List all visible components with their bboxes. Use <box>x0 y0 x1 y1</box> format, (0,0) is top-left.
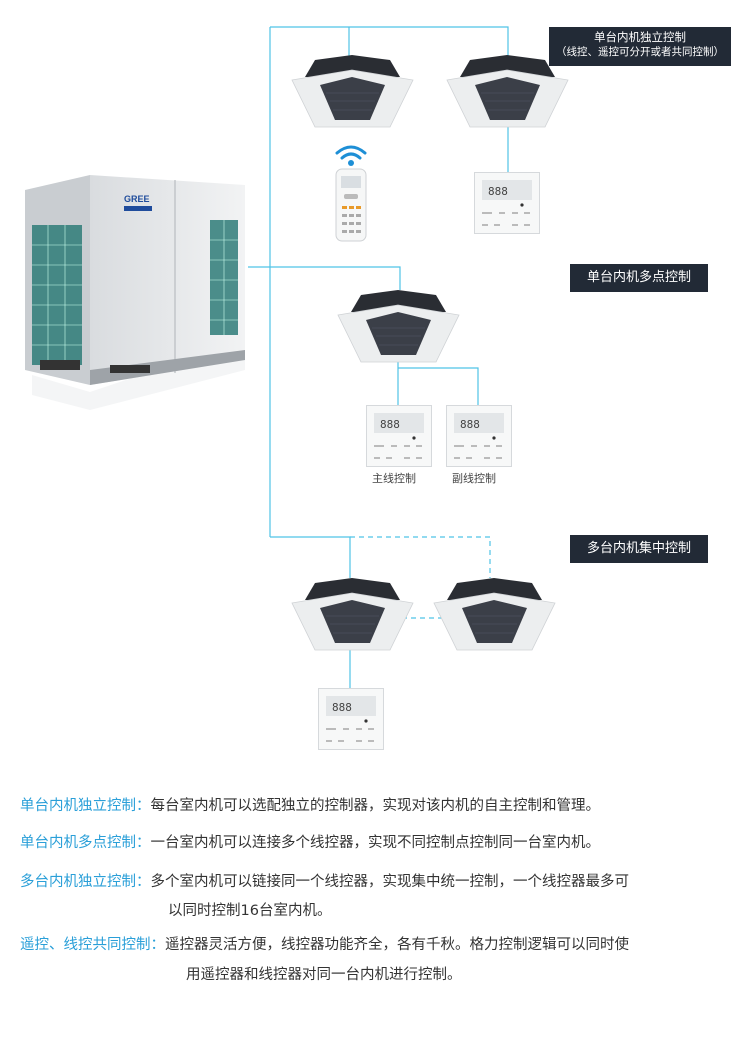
desc-row-4: 遥控、线控共同控制：遥控器灵活方便，线控器功能齐全，各有千秋。格力控制逻辑可以同… <box>20 934 629 956</box>
desc-cont-4: 用遥控器和线控器对同一台内机进行控制。 <box>186 967 462 983</box>
desc-text-1: 每台室内机可以选配独立的控制器，实现对该内机的自主控制和管理。 <box>150 798 601 814</box>
desc-key-3: 多台内机独立控制： <box>20 874 151 890</box>
label-single-independent: 单台内机独立控制 （线控、遥控可分开或者共同控制） <box>549 27 731 66</box>
svg-text:888: 888 <box>488 185 508 198</box>
indoor-unit-cassette-5 <box>433 578 556 651</box>
indoor-unit-cassette-3 <box>337 290 460 363</box>
desc-cont-3: 以同时控制16台室内机。 <box>168 903 332 919</box>
caption-main-controller: 主线控制 <box>372 472 416 485</box>
desc-row-1: 单台内机独立控制：每台室内机可以选配独立的控制器，实现对该内机的自主控制和管理。 <box>20 795 600 817</box>
label-single-multipoint: 单台内机多点控制 <box>570 264 708 292</box>
desc-row-2: 单台内机多点控制：一台室内机可以连接多个线控器，实现不同控制点控制同一台室内机。 <box>20 832 600 854</box>
desc-row-3: 多台内机独立控制：多个室内机可以链接同一个线控器，实现集中统一控制，一个线控器最… <box>20 871 629 893</box>
desc-key-4: 遥控、线控共同控制： <box>20 937 165 953</box>
label-single-independent-line2: （线控、遥控可分开或者共同控制） <box>556 46 724 58</box>
desc-text-4: 遥控器灵活方便，线控器功能齐全，各有千秋。格力控制逻辑可以同时使 <box>165 937 629 953</box>
desc-key-1: 单台内机独立控制： <box>20 798 151 814</box>
wired-controller-sub: 888 <box>446 405 512 467</box>
svg-text:888: 888 <box>460 418 480 431</box>
svg-text:888: 888 <box>380 418 400 431</box>
wired-controller-1: 888 <box>474 172 540 234</box>
gree-logo: GREE <box>124 194 150 204</box>
caption-sub-controller: 副线控制 <box>452 472 496 485</box>
wireless-signal-icon <box>335 145 367 166</box>
svg-text:888: 888 <box>332 701 352 714</box>
indoor-unit-cassette-4 <box>291 578 414 651</box>
wired-controller-main: 888 <box>366 405 432 467</box>
label-single-independent-line1: 单台内机独立控制 <box>594 30 686 44</box>
wired-controller-central: 888 <box>318 688 384 750</box>
desc-key-2: 单台内机多点控制： <box>20 835 151 851</box>
indoor-unit-cassette-1 <box>291 55 414 128</box>
label-multi-centralized: 多台内机集中控制 <box>570 535 708 563</box>
remote-control <box>335 168 367 242</box>
desc-text-2: 一台室内机可以连接多个线控器，实现不同控制点控制同一台室内机。 <box>150 835 601 851</box>
desc-text-3: 多个室内机可以链接同一个线控器，实现集中统一控制，一个线控器最多可 <box>150 874 630 890</box>
indoor-unit-cassette-2 <box>446 55 569 128</box>
outdoor-unit: GREE <box>25 175 245 410</box>
